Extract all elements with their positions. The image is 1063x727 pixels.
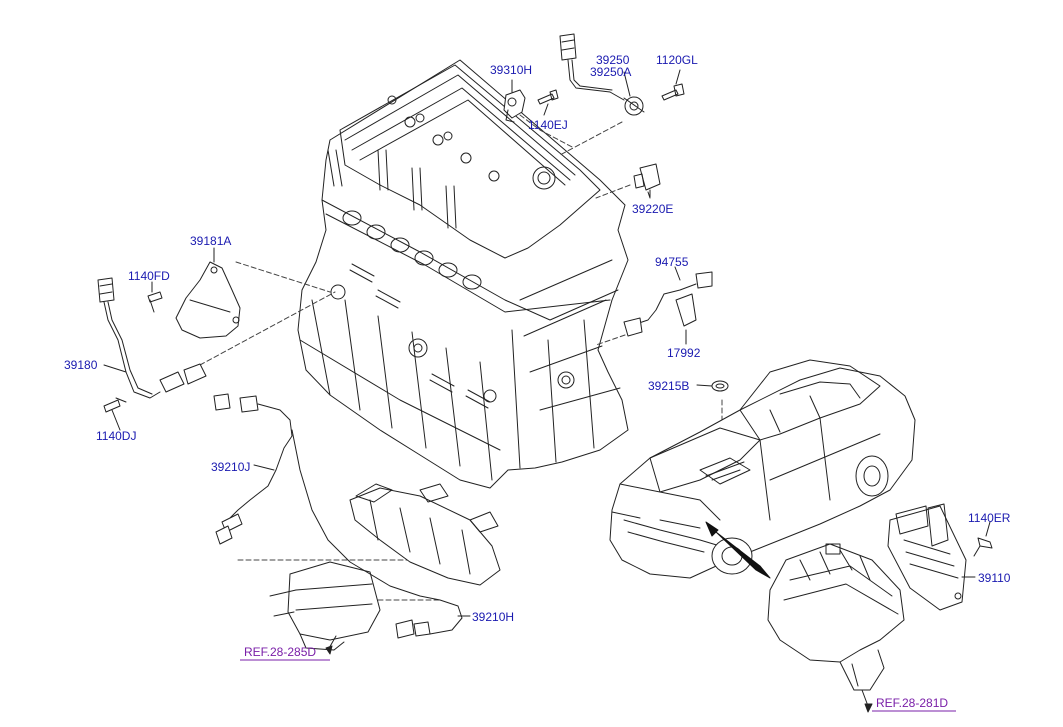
engine-block: [297, 59, 629, 489]
temp-sensor-part: [633, 163, 661, 199]
leader-lines: [103, 69, 991, 617]
bolt-1140ej: [537, 89, 559, 105]
label-1140ej[interactable]: 1140EJ: [528, 118, 568, 132]
air-cleaner-part: [767, 543, 905, 691]
sensor-94755-part: [623, 271, 713, 337]
ref-link-manifold-text[interactable]: REF.28-285D: [244, 645, 317, 659]
label-39181a[interactable]: 39181A: [190, 234, 232, 248]
ref-link-aircleaner[interactable]: REF.28-281D: [876, 697, 948, 709]
heat-shield-part: [175, 261, 241, 339]
label-39210h[interactable]: 39210H: [472, 610, 515, 624]
label-39310h[interactable]: 39310H: [490, 63, 533, 77]
knock-sensor-part: [559, 33, 645, 116]
grommet-part: [711, 380, 729, 392]
label-39110[interactable]: 39110: [978, 571, 1011, 585]
label-1140fd[interactable]: 1140FD: [128, 269, 170, 283]
label-39210j[interactable]: 39210J: [211, 460, 251, 474]
bolt-1140fd: [147, 291, 163, 313]
label-1140dj[interactable]: 1140DJ: [96, 429, 137, 443]
bolt-1140dj: [103, 397, 127, 413]
bolt-1120gl: [661, 83, 685, 101]
ecu-location-marker: [705, 521, 719, 537]
label-39215b[interactable]: 39215B: [648, 379, 690, 393]
o2-sensor-downstream: [291, 429, 463, 639]
label-1120gl[interactable]: 1120GL: [656, 53, 698, 67]
ecu-part: [887, 503, 967, 611]
ref-link-aircleaner-text[interactable]: REF.28-281D: [876, 696, 949, 710]
exhaust-manifold: [269, 483, 501, 651]
cam-sensor-part: [503, 89, 526, 123]
label-39250[interactable]: 39250: [596, 53, 630, 67]
label-39180[interactable]: 39180: [64, 358, 98, 372]
label-17992[interactable]: 17992: [667, 346, 701, 360]
o2-sensor-upstream: [213, 393, 293, 545]
label-1140er[interactable]: 1140ER: [968, 511, 1011, 525]
label-94755[interactable]: 94755: [655, 255, 689, 269]
ref-arrow-aircleaner: [861, 689, 869, 707]
bolt-1140er: [973, 537, 993, 557]
label-39220e[interactable]: 39220E: [632, 202, 674, 216]
car-illustration: [609, 359, 916, 579]
label-39250a[interactable]: 39250A: [590, 65, 632, 79]
ref-link-manifold[interactable]: REF.28-285D: [244, 646, 316, 658]
